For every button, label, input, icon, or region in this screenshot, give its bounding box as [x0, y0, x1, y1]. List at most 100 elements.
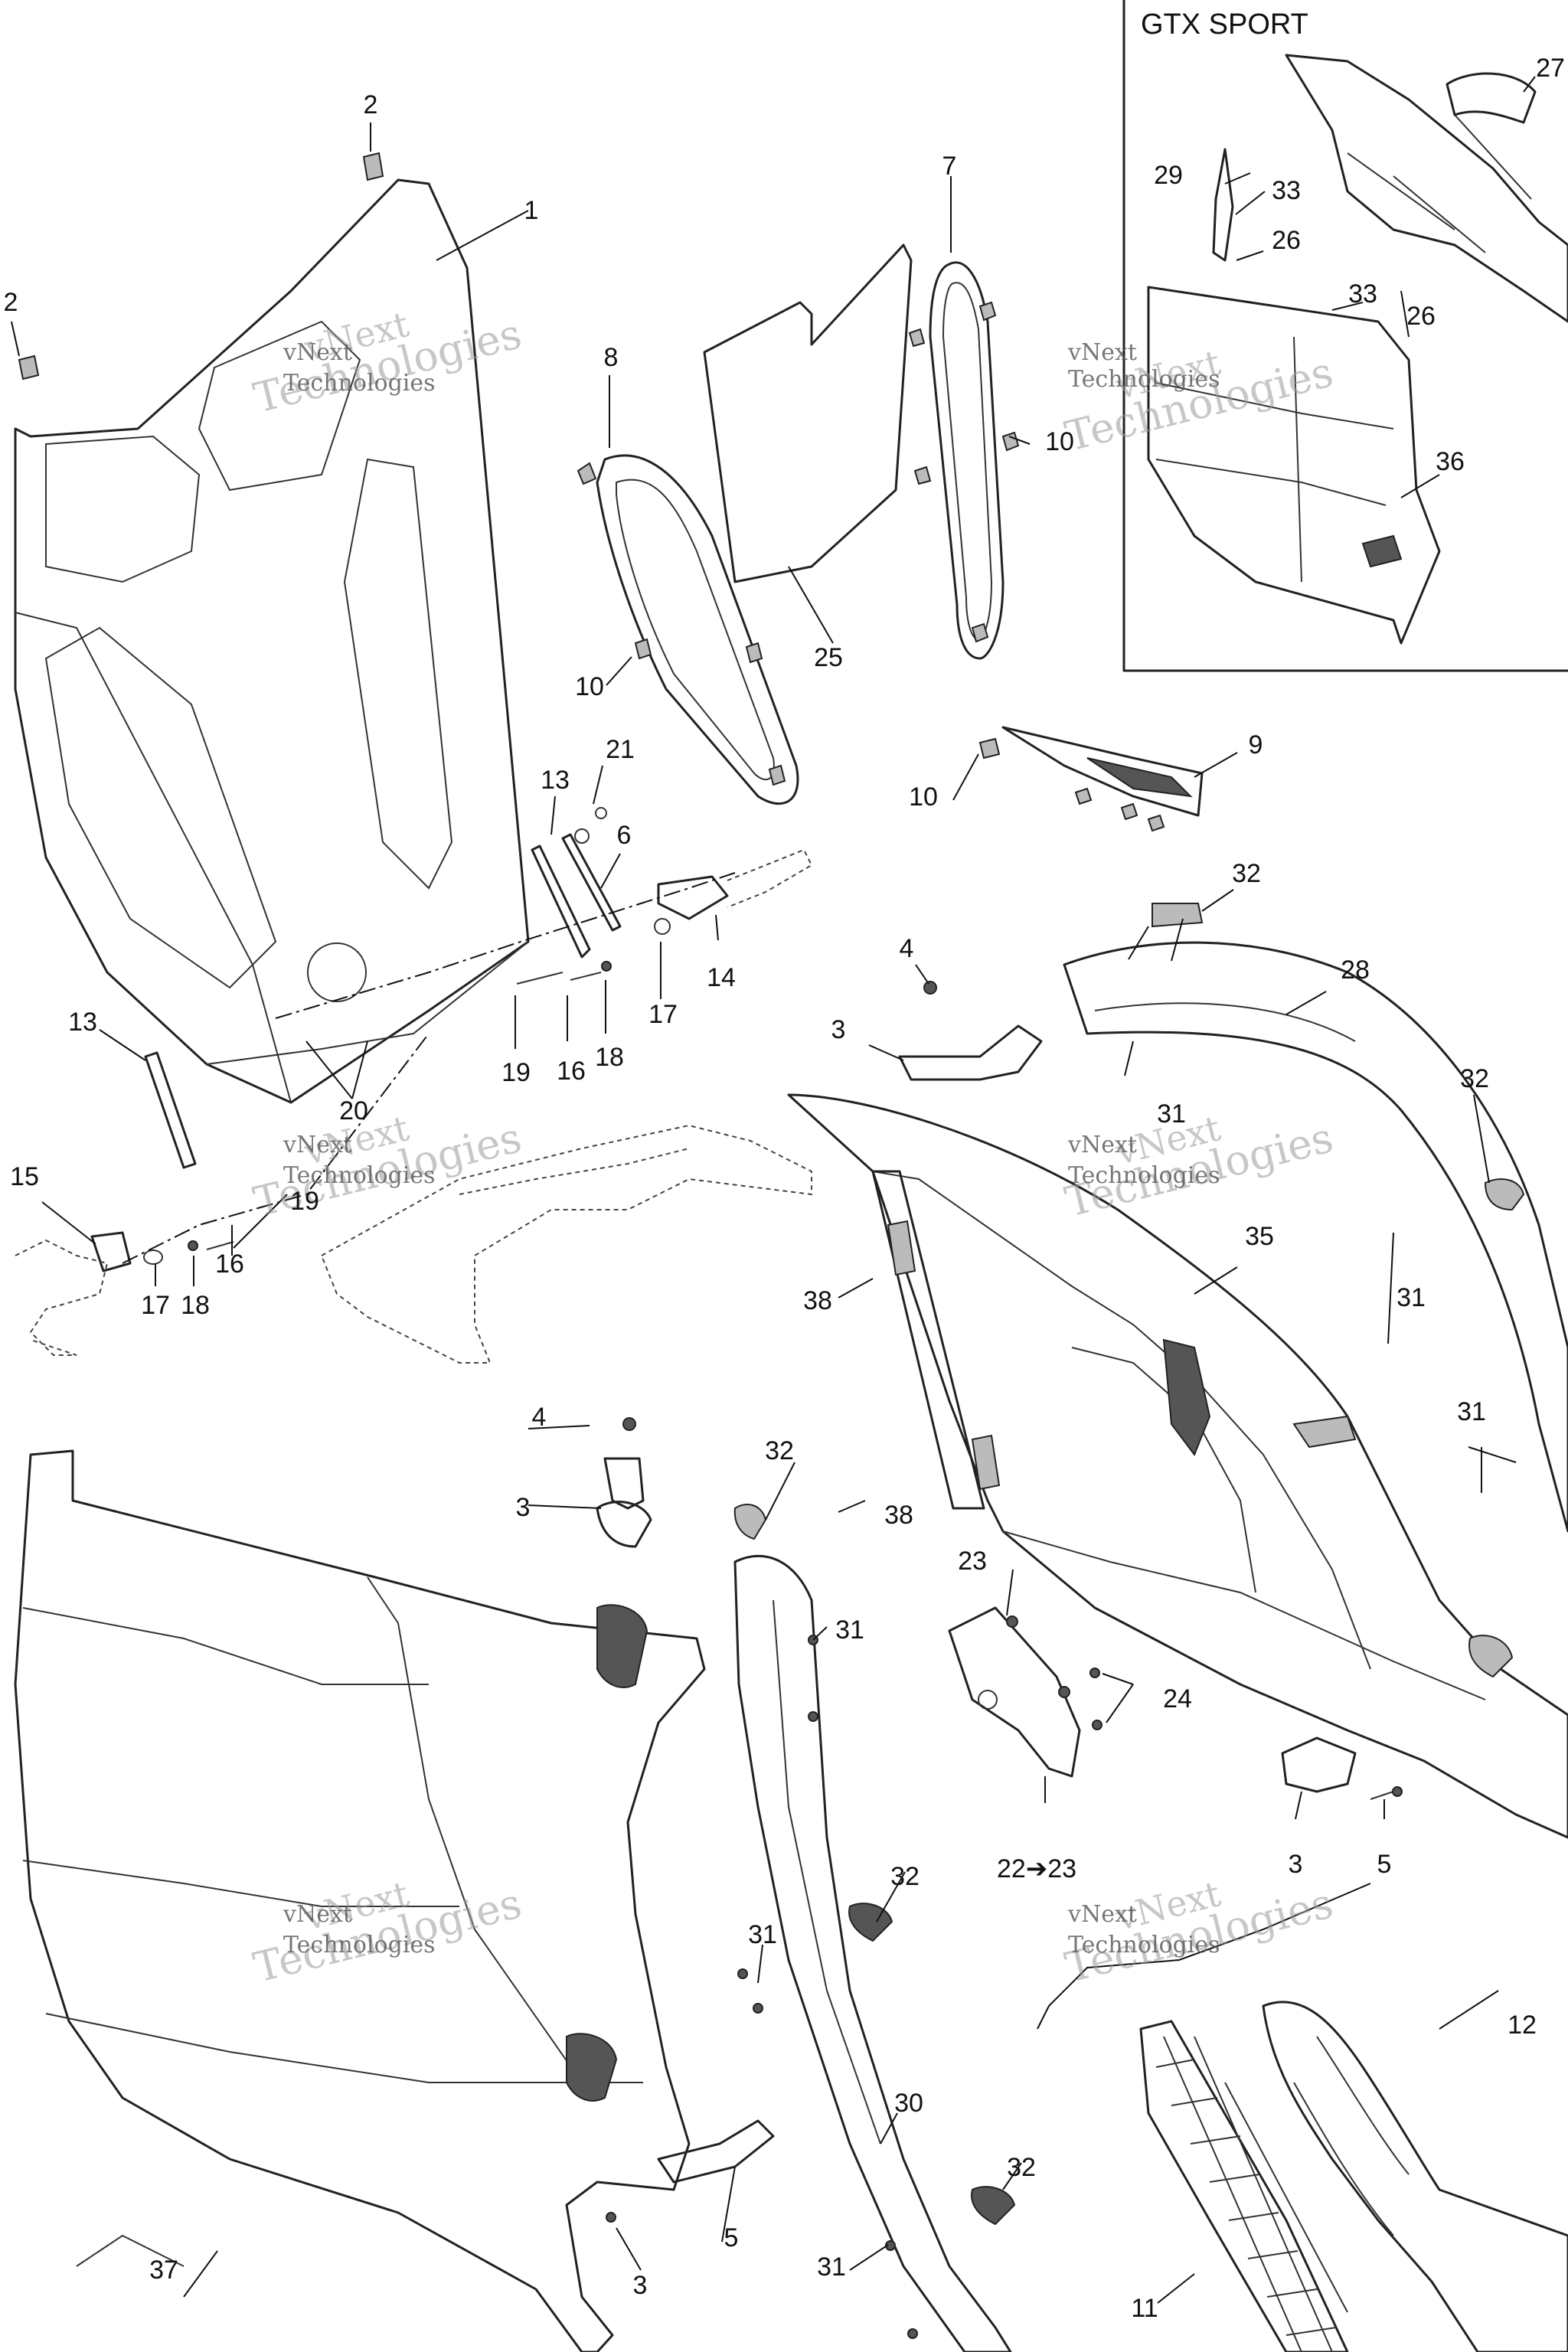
callout-16a: 16 [557, 1057, 586, 1086]
callout-2b: 2 [4, 288, 18, 317]
callout-8: 8 [604, 343, 619, 372]
callout-10b: 10 [1045, 427, 1074, 456]
parts-3-4-mid [898, 981, 1357, 1449]
part-25-pad [703, 243, 913, 583]
callout-15: 15 [10, 1162, 39, 1191]
part-1-hood [14, 178, 530, 1104]
callout-18b: 18 [181, 1291, 210, 1320]
callout-1: 1 [524, 196, 539, 225]
callout-31b: 31 [1396, 1283, 1426, 1312]
watermark-small-5b: Technologies [283, 1932, 436, 1958]
callout-31e: 31 [748, 1920, 777, 1949]
callout-4a: 4 [900, 934, 914, 963]
callout-21: 21 [606, 735, 635, 764]
leader-lines [41, 176, 1517, 2304]
callout-4b: 4 [532, 1403, 547, 1432]
watermark-small-2b: Technologies [1068, 366, 1220, 393]
callout-27: 27 [1536, 54, 1565, 83]
callout-33b: 33 [1348, 279, 1377, 309]
watermark-small-3a: vNext [283, 1132, 352, 1158]
callout-6: 6 [617, 821, 632, 850]
callout-38a: 38 [803, 1286, 832, 1315]
callout-36: 36 [1436, 447, 1465, 476]
callout-10a: 10 [575, 672, 604, 701]
watermarks: vNext Technologies vNext Technologies vN… [249, 303, 1338, 1992]
watermark-small-3b: Technologies [283, 1162, 436, 1189]
callout-13a: 13 [541, 766, 570, 795]
part-23-bracket [948, 1606, 1102, 1778]
watermark-small-6a: vNext [1067, 1901, 1137, 1928]
callout-20: 20 [339, 1096, 368, 1125]
part-28-side-rail [1063, 903, 1568, 1533]
callout-22: 22➔23 [997, 1854, 1076, 1883]
callout-14: 14 [707, 963, 736, 992]
callout-30: 30 [894, 2089, 923, 2118]
callout-31a: 31 [1157, 1099, 1186, 1129]
part-30-lower-rail [733, 1504, 1016, 2352]
callout-33a: 33 [1272, 176, 1301, 205]
callout-12: 12 [1508, 2011, 1537, 2040]
watermark-small-1b: Technologies [283, 370, 436, 397]
callout-19a: 19 [501, 1058, 531, 1087]
callout-25: 25 [814, 643, 843, 672]
callout-26a: 26 [1272, 226, 1301, 255]
callout-32d: 32 [890, 1862, 920, 1891]
callout-19b: 19 [290, 1187, 319, 1216]
part-35-center-body [787, 1093, 1568, 1839]
watermark-small-2a: vNext [1067, 339, 1137, 366]
brackets-lower [90, 1033, 430, 1272]
callout-3b: 3 [516, 1493, 531, 1522]
callout-3a: 3 [831, 1015, 846, 1044]
callout-31d: 31 [835, 1615, 864, 1645]
part-37-lower-panel [14, 1449, 706, 2352]
callout-32c: 32 [765, 1436, 794, 1465]
callout-31c: 31 [1457, 1397, 1486, 1426]
callout-2a: 2 [364, 90, 378, 119]
callout-35: 35 [1245, 1222, 1274, 1251]
callout-9: 9 [1249, 730, 1263, 760]
inset-title: GTX SPORT [1141, 8, 1308, 41]
gtx-sport-inset: GTX SPORT [1122, 0, 1568, 672]
callout-16b: 16 [215, 1250, 244, 1279]
callout-13b: 13 [68, 1008, 97, 1037]
callout-29: 29 [1154, 161, 1183, 190]
callout-5b: 5 [724, 2223, 739, 2252]
part-7-vent-frame [908, 261, 1020, 660]
callout-3c: 3 [1289, 1850, 1303, 1879]
callout-24: 24 [1163, 1684, 1192, 1713]
callout-3d: 3 [633, 2271, 648, 2300]
part-8-vent-frame [577, 454, 799, 805]
callout-38b: 38 [884, 1501, 913, 1530]
callout-26b: 26 [1406, 302, 1436, 331]
callout-28: 28 [1341, 956, 1370, 985]
brackets-upper [275, 807, 813, 1019]
callout-17b: 17 [141, 1291, 170, 1320]
parts-3-4-lower [596, 1417, 775, 2223]
callout-5a: 5 [1377, 1850, 1392, 1879]
part-11-grille [1037, 1883, 1371, 2352]
callout-32b: 32 [1460, 1064, 1489, 1093]
callout-18a: 18 [595, 1043, 624, 1072]
callout-7: 7 [942, 152, 957, 181]
part-12-grille [1262, 2001, 1568, 2352]
watermark-small-5a: vNext [283, 1901, 352, 1928]
callout-23: 23 [958, 1547, 987, 1576]
watermark-small-4a: vNext [1067, 1132, 1137, 1158]
watermark-small-4b: Technologies [1068, 1162, 1220, 1189]
hull-outline-dotted [15, 1124, 812, 1364]
callout-17a: 17 [648, 1000, 678, 1029]
callout-10c: 10 [909, 782, 938, 812]
callout-31f: 31 [817, 2252, 846, 2282]
callout-11: 11 [1131, 2294, 1158, 2323]
callout-32a: 32 [1232, 859, 1261, 888]
watermark-small-1a: vNext [283, 339, 352, 366]
parts-3-5-right [1281, 1736, 1403, 1800]
part-9-trim [978, 726, 1204, 832]
watermark-small-6b: Technologies [1068, 1932, 1220, 1958]
callout-32e: 32 [1007, 2153, 1036, 2182]
callout-37: 37 [149, 2256, 178, 2285]
part-2-clips [11, 122, 384, 381]
